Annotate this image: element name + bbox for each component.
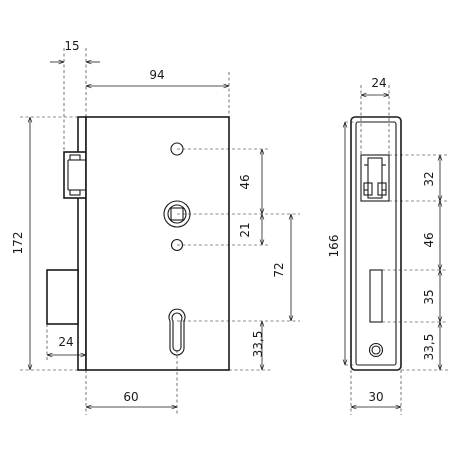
side-view [350,116,402,371]
dim-spindle-to-top: 46 [177,148,300,215]
dim-front-width: 94 [86,68,230,117]
dim-front-offset: 15 [50,39,100,152]
side-inner-plate [355,121,397,366]
latch-bolt [63,151,87,199]
dim-front-height-label: 172 [11,232,25,255]
dim-side-height-label: 166 [327,235,341,258]
dim-spindle-to-pin: 21 [177,214,270,246]
dim-backset-label: 60 [123,390,138,404]
dim-spindle-to-cylinder-label: 72 [272,262,286,277]
dim-side-height: 166 [327,121,356,366]
dim-spindle-to-cylinder: 72 [177,214,300,322]
front-view [46,116,230,371]
dim-side-width: 24 [360,76,390,155]
dim-latch-projection: 24 [46,324,87,362]
dim-side-bolt-label: 35 [422,289,436,304]
cylinder-cutout [168,308,186,356]
dim-side-width-label: 24 [371,76,386,90]
dim-side-base: 30 [350,370,402,415]
dim-latch-projection-label: 24 [58,335,73,349]
dim-spindle-to-top-label: 46 [238,174,252,189]
dim-side-chain: 32 46 35 33,5 [382,154,448,371]
dim-spindle-to-pin-label: 21 [238,222,252,237]
dim-front-width-label: 94 [149,68,164,82]
side-bolt-slot [369,269,383,323]
side-latch [360,154,390,202]
dim-side-mid-label: 46 [422,232,436,247]
dim-side-base-label: 30 [368,390,383,404]
lock-case [85,116,230,371]
dim-cylinder-to-bottom-label: 33,5 [251,331,265,358]
dim-side-latch-label: 32 [422,171,436,186]
dim-cylinder-to-bottom: 33,5 [229,321,272,371]
dim-side-bottom-label: 33,5 [422,334,436,361]
side-bottom-hole [368,342,384,358]
dim-backset: 60 [85,350,178,415]
dim-front-offset-label: 15 [64,39,79,53]
dead-bolt [46,269,79,325]
dim-front-height: 172 [11,116,86,371]
